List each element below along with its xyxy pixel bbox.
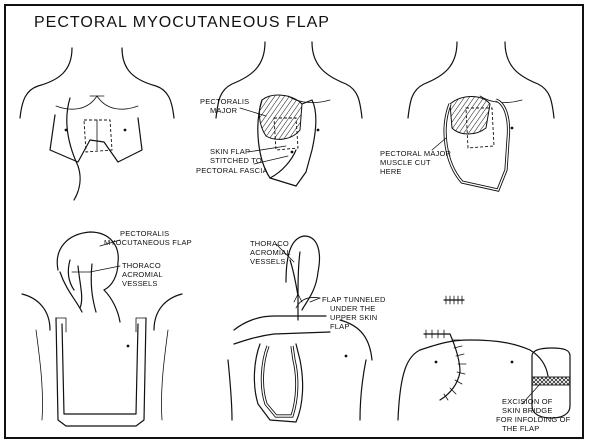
panel-muscle-cut [408, 42, 554, 190]
label-pectoralis-major: PECTORALIS MAJOR [200, 97, 252, 115]
label-pectoral-major-cut: PECTORAL MAJOR MUSCLE CUT HERE [380, 149, 453, 176]
label-skin-flap-stitched: SKIN FLAP STITCHED TO PECTORAL FASCIA [196, 147, 268, 175]
label-thoraco-acromial-vessels-mid: THORACO ACROMIAL VESSELS [250, 239, 293, 266]
label-excision-skin-bridge: EXCISION OF SKIN BRIDGE FOR INFOLDING OF… [496, 397, 573, 433]
label-thoraco-acromial-vessels-left: THORACO ACROMIAL VESSELS [122, 261, 165, 288]
panel-incision-outline [20, 48, 174, 200]
label-flap-tunneled: FLAP TUNNELED UNDER THE UPPER SKIN FLAP [322, 295, 388, 331]
label-pectoralis-myocutaneous-flap: PECTORALIS MYOCUTANEOUS FLAP [104, 229, 192, 247]
